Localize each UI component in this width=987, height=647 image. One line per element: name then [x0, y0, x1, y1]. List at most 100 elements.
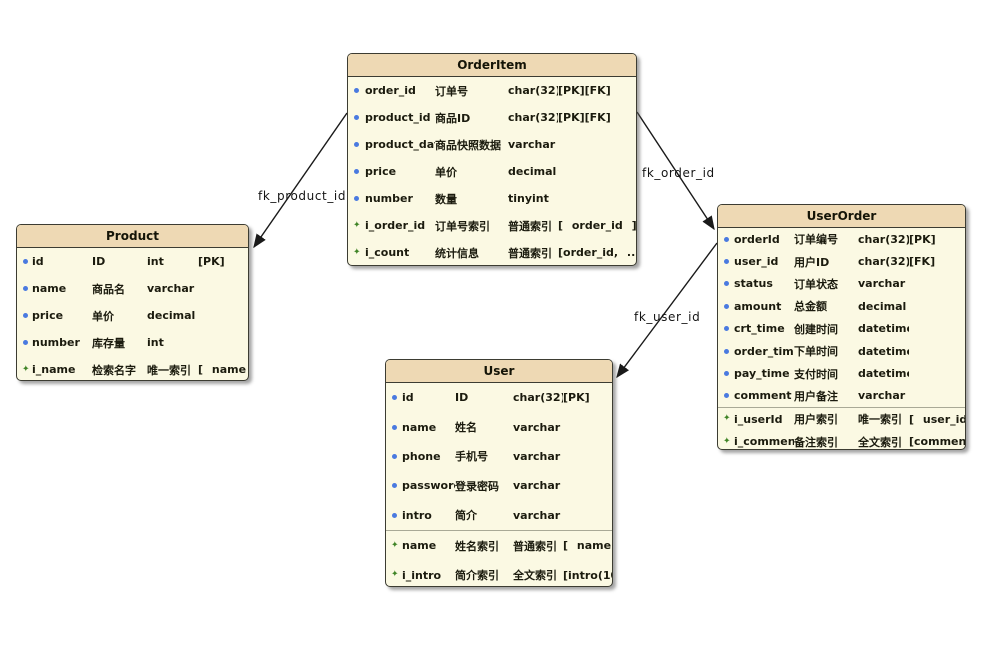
index-icon [724, 408, 734, 430]
table-row: number 库存量 int [17, 329, 248, 356]
column-label: 手机号 [455, 450, 488, 464]
column-bullet-icon [724, 318, 734, 340]
index-icon [392, 531, 402, 560]
column-name: status [734, 277, 773, 291]
column-label: 下单时间 [794, 345, 838, 359]
column-label: 单价 [92, 309, 114, 323]
column-bullet-icon [392, 471, 402, 500]
column-label: 数量 [435, 192, 457, 206]
column-type: decimal [147, 309, 196, 322]
relation-arrow-fk-user-id[interactable] [616, 242, 718, 379]
column-type: varchar [513, 449, 561, 463]
column-name: comment [734, 389, 792, 403]
column-name: number [365, 192, 413, 205]
column-type: datetime [858, 344, 909, 358]
index-icon [354, 239, 365, 265]
column-bullet-icon [354, 185, 365, 212]
column-name: i_intro [402, 568, 442, 582]
column-label: 支付时间 [794, 367, 838, 381]
column-extra: [PK] [909, 232, 936, 246]
column-type: varchar [858, 277, 906, 291]
column-bullet-icon [724, 295, 734, 317]
column-bullet-icon [392, 442, 402, 471]
column-type: decimal [508, 165, 557, 178]
column-type: datetime [858, 322, 909, 336]
column-label: ID [455, 391, 469, 405]
table-title[interactable]: User [386, 360, 612, 383]
column-type: datetime [858, 367, 909, 381]
column-label: 订单号索引 [435, 219, 490, 233]
column-type: varchar [513, 508, 561, 522]
column-label: 商品快照数据 [435, 138, 501, 152]
column-name: i_count [365, 246, 410, 259]
column-extra: [PK][FK] [558, 111, 611, 124]
column-name: id [402, 391, 414, 405]
column-label: 登录密码 [455, 479, 499, 493]
table-title[interactable]: UserOrder [718, 205, 965, 228]
column-name: price [32, 309, 64, 322]
column-bullet-icon [392, 383, 402, 412]
column-name: number [32, 336, 80, 349]
column-label: 订单号 [435, 84, 468, 98]
column-label: 姓名 [455, 421, 477, 435]
column-extra: [intro(100)] [563, 568, 612, 582]
column-type: 普通索引 [508, 219, 552, 233]
column-type: 普通索引 [513, 539, 557, 553]
column-name: product_id [365, 111, 431, 124]
column-type: 唯一索引 [147, 363, 191, 377]
column-name: amount [734, 299, 782, 313]
column-label: 库存量 [92, 336, 125, 350]
table-row: price 单价 decimal [17, 302, 248, 329]
column-type: char(32) [858, 255, 909, 269]
column-name: name [32, 282, 67, 295]
table-title[interactable]: OrderItem [348, 54, 636, 77]
column-name: product_data [365, 138, 435, 151]
column-label: 检索名字 [92, 363, 136, 377]
index-icon [392, 560, 402, 586]
column-name: i_comment [734, 435, 794, 449]
column-bullet-icon [354, 158, 365, 185]
column-type: varchar [513, 420, 561, 434]
column-type: varchar [858, 389, 906, 403]
column-bullet-icon [354, 104, 365, 131]
column-type: char(32) [858, 232, 909, 246]
column-bullet-icon [724, 362, 734, 384]
column-extra: [PK] [198, 255, 225, 268]
column-label: 订单编号 [794, 233, 838, 247]
column-type: int [147, 336, 164, 349]
table-title[interactable]: Product [17, 225, 248, 248]
relation-label-fk-order-id: fk_order_id [642, 166, 715, 180]
index-icon [354, 212, 365, 239]
column-type: 全文索引 [513, 569, 557, 583]
column-label: 单价 [435, 165, 457, 179]
column-bullet-icon [23, 248, 32, 275]
column-name: name [402, 420, 437, 434]
column-label: 统计信息 [435, 246, 479, 260]
column-bullet-icon [23, 275, 32, 302]
column-label: 用户备注 [794, 389, 838, 403]
relation-arrow-fk-product-id[interactable] [253, 112, 348, 249]
relation-arrow-fk-order-id[interactable] [636, 111, 715, 231]
column-name: id [32, 255, 44, 268]
column-extra: [PK] [563, 391, 590, 405]
column-label: 用户索引 [794, 413, 838, 427]
column-extra: [commen... ] [909, 435, 965, 449]
